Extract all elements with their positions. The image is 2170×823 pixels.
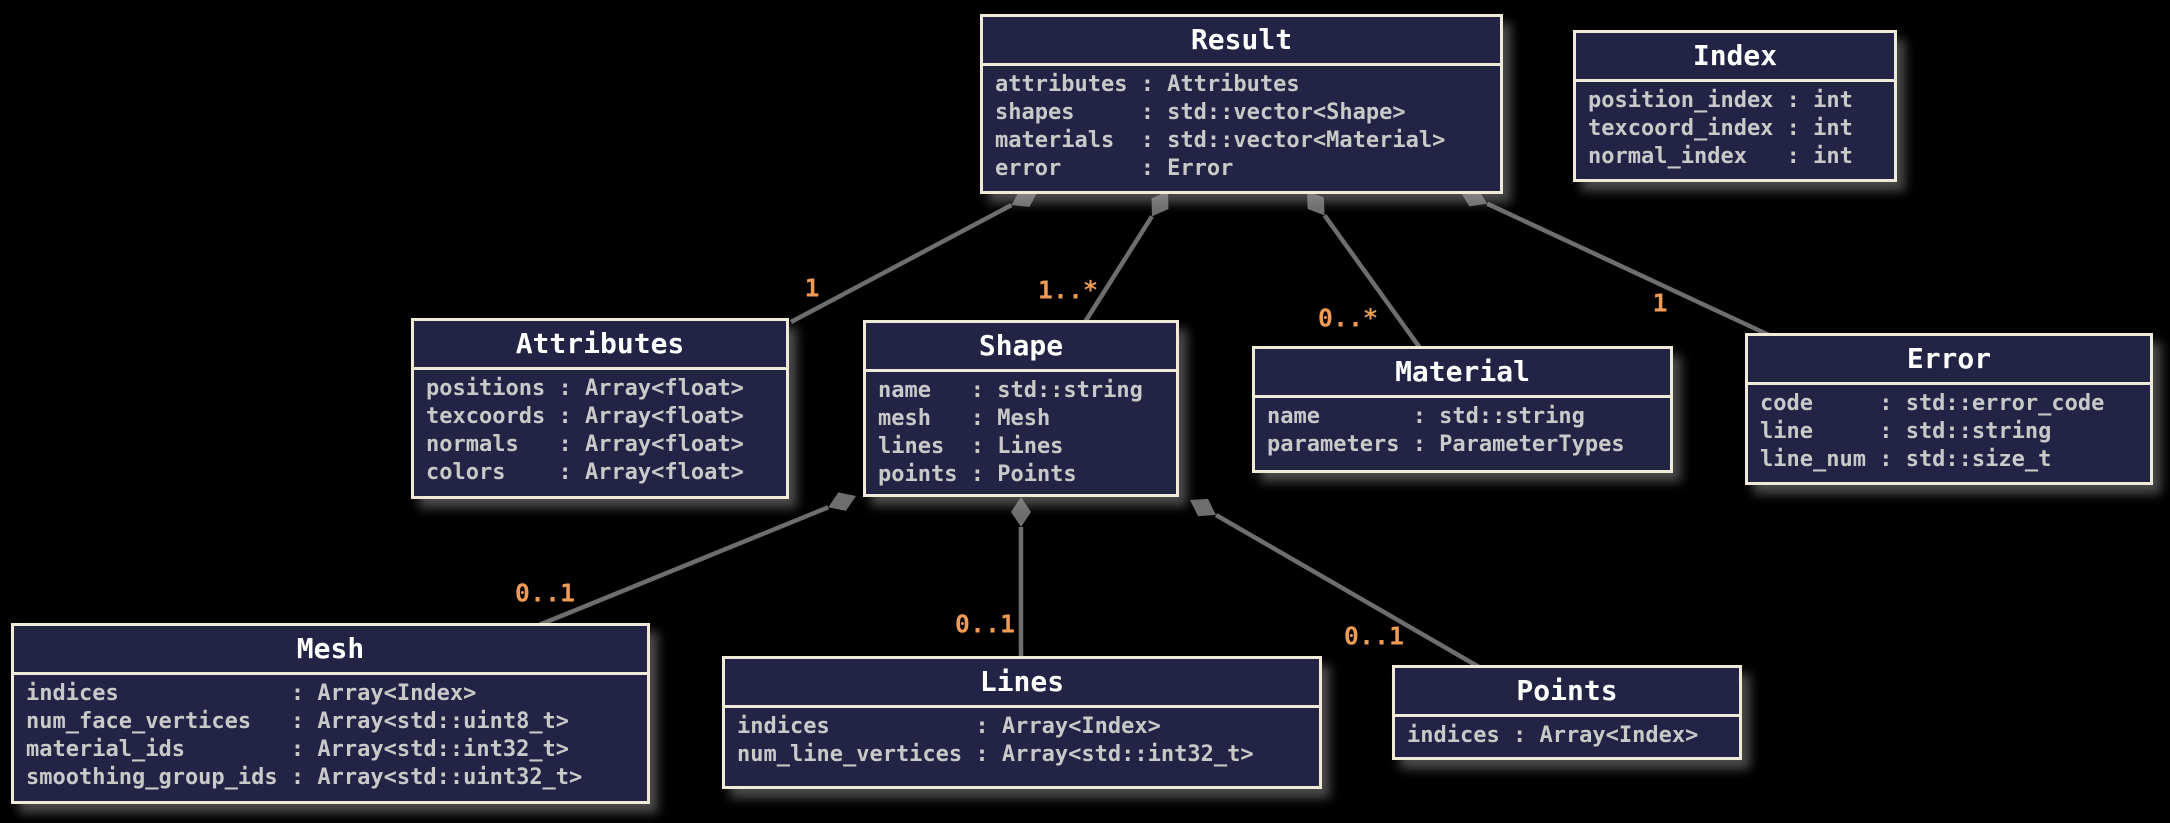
class-member-row: materials : std::vector<Material> [995,128,1446,153]
class-member-row: name : std::string [878,378,1143,403]
aggregation-diamond [1307,191,1325,216]
class-member-row: parameters : ParameterTypes [1267,432,1625,457]
aggregation-diamond [1011,497,1031,527]
relationship-line-shape-mesh [538,505,830,628]
class-member-row: material_ids : Array<std::int32_t> [26,737,570,762]
class-title-material: Material [1255,349,1670,398]
class-member-row: line : std::string [1760,419,2052,444]
class-member-row: normal_index : int [1588,144,1853,169]
class-member-row: indices : Array<Index> [1407,723,1699,748]
class-title-error: Error [1748,336,2150,385]
class-member-row: points : Points [878,462,1077,487]
class-members-points: indices : Array<Index> [1395,717,1739,757]
class-title-mesh: Mesh [14,626,647,675]
class-member-row: positions : Array<float> [426,376,744,401]
multiplicity-shape-lines: 0..1 [954,609,1016,639]
class-member-row: code : std::error_code [1760,391,2105,416]
class-member-row: smoothing_group_ids : Array<std::uint32_… [26,765,583,790]
class-member-row: normals : Array<float> [426,432,744,457]
class-member-row: indices : Array<Index> [26,681,477,706]
class-member-row: indices : Array<Index> [737,714,1161,739]
aggregation-diamond [1151,191,1169,217]
class-member-row: texcoords : Array<float> [426,404,744,429]
class-member-row: colors : Array<float> [426,460,744,485]
multiplicity-result-shape: 1..* [1037,275,1099,305]
class-members-index: position_index : int texcoord_index : int… [1576,82,1894,179]
class-member-row: attributes : Attributes [995,72,1300,97]
aggregation-diamond [828,492,856,511]
class-member-row: name : std::string [1267,404,1585,429]
multiplicity-result-material: 0..* [1317,303,1379,333]
class-member-row: texcoord_index : int [1588,116,1853,141]
class-title-result: Result [983,17,1500,66]
class-members-mesh: indices : Array<Index> num_face_vertices … [14,675,647,801]
class-members-attributes: positions : Array<float> texcoords : Arra… [414,370,786,496]
relationship-line-shape-points [1214,513,1481,669]
aggregation-diamond [1190,498,1216,517]
class-title-lines: Lines [725,659,1319,708]
relationship-line-result-shape [1083,215,1154,324]
class-box-lines: Lines indices : Array<Index> num_line_ver… [722,656,1322,789]
relationship-line-result-attributes [789,203,1013,324]
class-title-shape: Shape [866,323,1176,372]
multiplicity-result-error: 1 [1652,288,1668,318]
class-box-attributes: Attributes positions : Array<float> texco… [411,318,789,499]
class-member-row: error : Error [995,156,1234,181]
class-title-index: Index [1576,33,1894,82]
class-member-row: shapes : std::vector<Shape> [995,100,1406,125]
class-member-row: num_line_vertices : Array<std::int32_t> [737,742,1254,767]
class-members-lines: indices : Array<Index> num_line_vertices … [725,708,1319,786]
class-title-points: Points [1395,668,1739,717]
class-title-attributes: Attributes [414,321,786,370]
class-member-row: mesh : Mesh [878,406,1051,431]
multiplicity-shape-points: 0..1 [1343,621,1405,651]
multiplicity-shape-mesh: 0..1 [514,578,576,608]
relationship-line-result-error [1486,201,1772,339]
multiplicity-result-attributes: 1 [804,273,820,303]
class-member-row: lines : Lines [878,434,1064,459]
class-member-row: position_index : int [1588,88,1853,113]
class-box-index: Index position_index : int texcoord_index… [1573,30,1897,182]
class-box-points: Points indices : Array<Index> [1392,665,1742,760]
class-box-mesh: Mesh indices : Array<Index> num_face_vert… [11,623,650,804]
class-member-row: line_num : std::size_t [1760,447,2052,472]
class-member-row: num_face_vertices : Array<std::uint8_t> [26,709,570,734]
relationship-line-result-material [1322,214,1422,350]
